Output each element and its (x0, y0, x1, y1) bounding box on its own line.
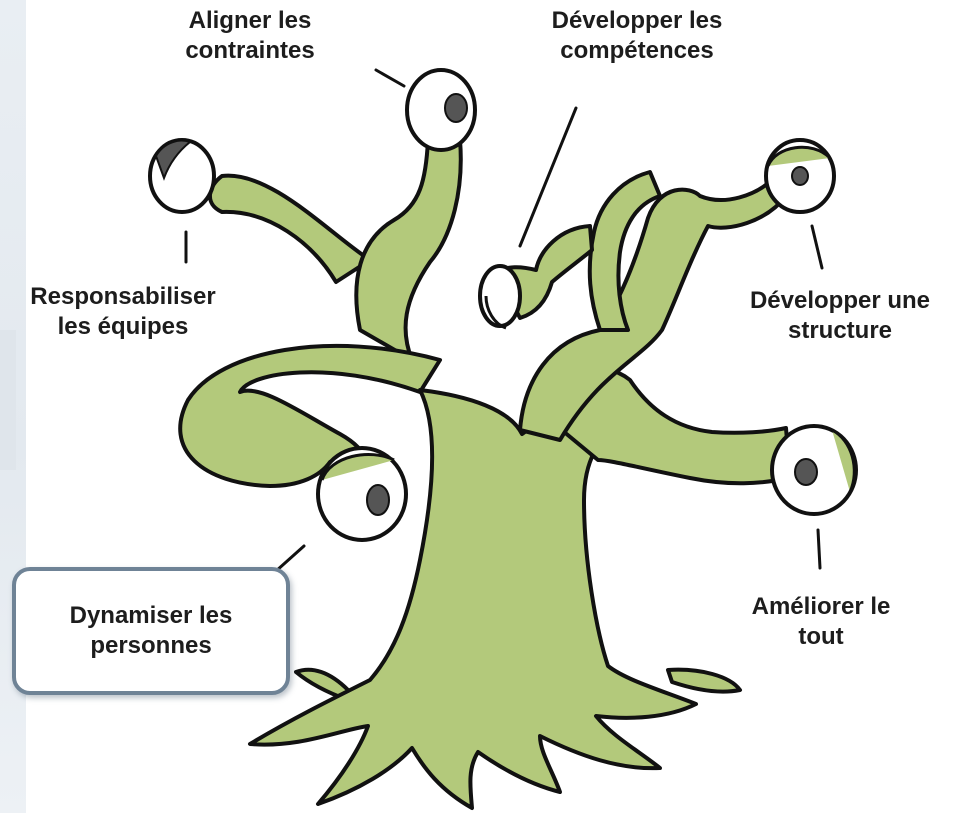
label-structure: Développer une structure (724, 286, 956, 346)
pointer-align (376, 70, 404, 86)
eye-structure (766, 140, 834, 212)
eye-empower (150, 140, 214, 212)
eye-improve (772, 426, 856, 514)
pointer-improve (818, 530, 820, 568)
right-root (668, 670, 740, 692)
label-energize: Dynamiser les personnes (14, 601, 288, 661)
eye-skills (480, 266, 520, 328)
eye-align (407, 70, 475, 150)
label-improve: Améliorer le tout (726, 592, 916, 652)
branch-upper-left (210, 176, 370, 282)
label-empower: Responsabiliser les équipes (0, 282, 246, 342)
branch-top (356, 140, 460, 360)
branch-lower-left (180, 346, 440, 488)
label-align: Aligner les contraintes (150, 6, 350, 66)
eye-energize (318, 448, 406, 540)
pointer-structure (812, 226, 822, 268)
label-skills: Développer les compétences (522, 6, 752, 66)
pointer-skills (520, 108, 576, 246)
